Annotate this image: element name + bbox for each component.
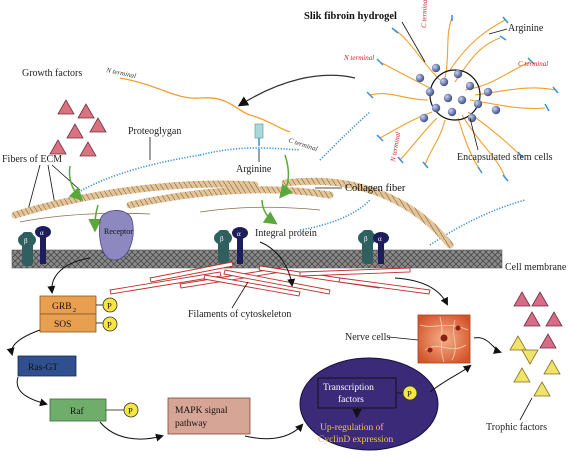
beta-label: β [220,235,224,243]
phospho-label: P [128,406,133,416]
integrin-2: β α [214,227,248,264]
label-fibers-of-ecm: Fibers of ECM [2,154,62,165]
green-arrow-4 [261,199,278,225]
beta-label: β [364,235,368,243]
label-proteoglycan: Proteoglygan [128,126,181,137]
encapsulated-stem-cells [415,63,501,123]
phospho-label: P [107,301,112,311]
green-arrow-1 [68,165,84,202]
label-c-terminal-chain: C terminal [287,136,318,153]
arrow-nerve-to-trophic [473,337,502,354]
arrow-receptor-to-grb [47,257,91,294]
fibroin-chain: N terminal C terminal Arginine [105,66,319,175]
alpha-label: α [378,235,382,243]
nucleus: Transcription factors P Up-regulation of… [299,357,439,451]
silk-fibroin-hydrogel-cluster: Slik fibroin hydrogel Arginine C termina… [304,0,559,182]
raf-label: Raf [70,406,85,417]
label-receptor: Receptor [104,227,133,236]
grb2-label: GRB [52,302,72,312]
label-c-terminal-top: C terminal [420,0,429,28]
label-encapsulated-stem-cells: Encapsulated stem cells [457,152,553,163]
sos-label: SOS [54,320,71,330]
arrow-ras-to-raf [16,376,48,407]
alpha-label: α [237,230,241,238]
arrow-nucleus-to-nerve [429,364,472,393]
leader-hydrogel [401,21,426,63]
ras-label: Ras-GT [28,363,58,373]
phospho-raf [123,402,139,418]
arginine-residue [254,123,264,139]
phospho-label: P [107,320,112,330]
beta-label: β [24,237,28,245]
receptor: Receptor [99,210,134,261]
label-growth-factors: Growth factors [22,68,82,79]
tf-label-2: factors [338,394,364,405]
arrow-hydrogel-to-chain [237,74,356,107]
phospho-grb [102,297,118,313]
growth-factors: Growth factors [22,68,107,157]
upregulation-label-1: Up-regulation of [320,422,384,433]
ras-box: Ras-GT [17,355,77,377]
arrow-integrin-to-filament [259,241,296,287]
mapk-label-1: MAPK signal [175,406,228,416]
trophic-factors [509,291,563,397]
label-trophic-factors: Trophic factors [486,422,547,433]
green-arrow-2 [88,204,102,233]
integrin-1: β α [18,226,51,266]
alpha-label: α [40,229,44,237]
phospho-tf [402,385,418,401]
label-c-terminal-right: C terminal [518,60,548,68]
phospho-label: P [407,389,412,399]
arrow-raf-to-mapk [99,421,164,442]
green-arrow-3 [279,154,293,199]
label-nerve-cells: Nerve cells [345,332,390,343]
raf-box: Raf P [49,398,139,422]
label-cell-membrane: Cell membrane [505,262,567,273]
tf-label-1: Transcription [323,383,374,393]
label-arginine-top: Arginine [508,23,544,34]
integrin-3: β α [358,230,389,264]
upregulation-label-2: CyclinD expression [318,435,393,445]
phospho-sos [102,316,118,332]
grb2-sos-complex: GRB 2 SOS P P [39,295,118,333]
label-integral-protein: Integral protein [255,228,317,239]
mapk-box: MAPK signal pathway [167,397,251,435]
label-collagen-fiber: Collagen fiber [345,183,406,194]
label-arginine-mid: Arginine [236,164,272,175]
proteoglycan-strands [59,111,526,246]
arrow-sos-to-ras [6,329,41,356]
label-n-terminal-top: N terminal [343,54,374,62]
mapk-label-2: pathway [175,419,207,429]
label-silk-fibroin-hydrogel: Slik fibroin hydrogel [304,11,397,22]
grb2-subscript: 2 [73,308,76,314]
collagen-fibers [11,177,454,249]
arrow-to-nerve-cells [394,277,448,306]
cytoskeleton-filaments [109,261,431,297]
label-filaments-of-cytoskeleton: Filaments of cytoskeleton [188,309,291,320]
nerve-cells-image [417,314,471,364]
arrow-mapk-to-nucleus [244,423,304,440]
